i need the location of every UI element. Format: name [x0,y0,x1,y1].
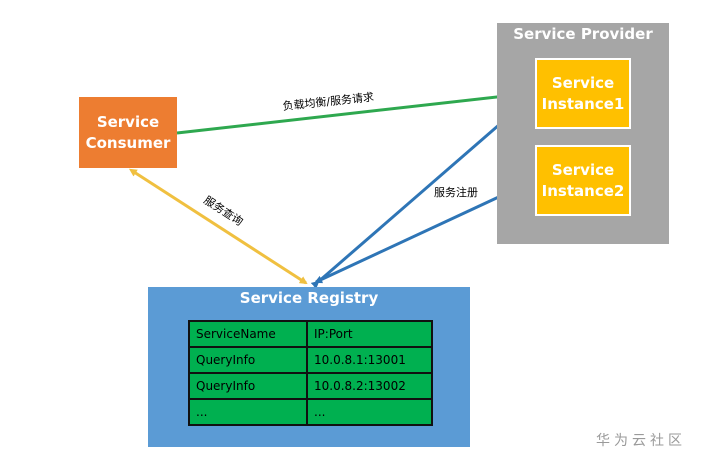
service-provider-group: Service Provider Service Instance1 Servi… [497,23,669,244]
table-header-cell: ServiceName [188,320,308,348]
instance2-label-line1: Service [551,160,615,179]
instance1-label-line2: Instance1 [541,94,625,113]
consumer-label-line2: Consumer [85,133,171,152]
instance1-label-line1: Service [551,73,615,92]
label-service-query: 服务查询 [201,193,246,229]
table-cell: QueryInfo [188,372,308,400]
service-instance-1-node: Service Instance1 [535,58,631,129]
label-register: 服务注册 [434,185,478,199]
table-cell: QueryInfo [188,346,308,374]
table-cell: ... [188,398,308,426]
registry-title: Service Registry [239,289,379,307]
table-row: ... ... [188,398,433,426]
table-cell: 10.0.8.1:13001 [306,346,433,374]
arrow-service-query [128,168,308,285]
service-instance-2-node: Service Instance2 [535,145,631,216]
service-registry-node: Service Registry ServiceName IP:Port Que… [148,287,470,447]
provider-title: Service Provider [513,25,653,43]
registry-table: ServiceName IP:Port QueryInfo 10.0.8.1:1… [188,320,433,426]
watermark: 华为云社区 [596,433,686,449]
arrow-register-instance2 [314,179,534,284]
label-load-balance: 负载均衡/服务请求 [282,89,375,113]
table-row: QueryInfo 10.0.8.1:13001 [188,346,433,374]
arrow-register-instance1 [310,96,532,289]
service-consumer-node: Service Consumer [79,97,177,168]
table-header-cell: IP:Port [306,320,433,348]
table-header-row: ServiceName IP:Port [188,320,433,348]
table-cell: ... [306,398,433,426]
table-row: QueryInfo 10.0.8.2:13002 [188,372,433,400]
consumer-label-line1: Service [96,112,160,131]
instance2-label-line2: Instance2 [541,181,625,200]
table-cell: 10.0.8.2:13002 [306,372,433,400]
